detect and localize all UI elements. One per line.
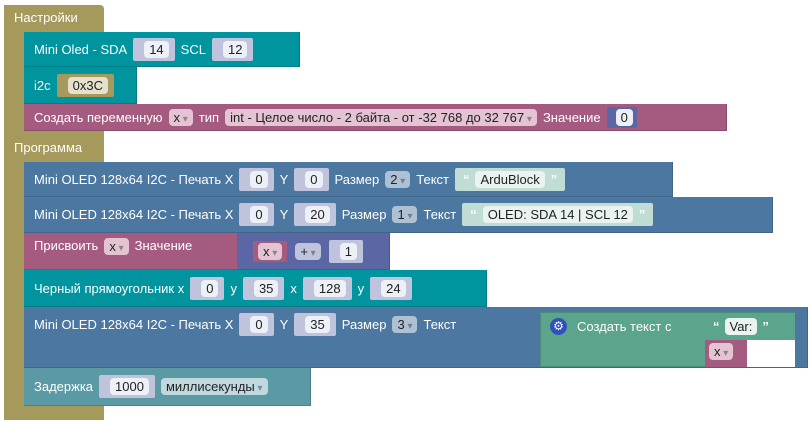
label: Черный прямоугольник x <box>34 280 185 296</box>
label: Значение <box>134 238 193 253</box>
label: Размер <box>341 317 387 332</box>
sda-socket: 14 <box>133 37 175 61</box>
number-input[interactable]: 1 <box>339 242 357 260</box>
label: Создать переменную <box>34 109 163 125</box>
address-socket: 0x3C <box>56 73 114 97</box>
size-dropdown[interactable]: 3 <box>392 316 418 333</box>
text-input[interactable]: OLED: SDA 14 | SCL 12 <box>482 206 633 223</box>
width-input[interactable]: 128 <box>313 279 346 297</box>
close-quote: ” <box>550 171 558 187</box>
y-input[interactable]: 35 <box>305 316 330 333</box>
label: Y <box>279 207 289 222</box>
scl-input[interactable]: 12 <box>222 40 248 58</box>
close-quote: ” <box>762 319 769 334</box>
open-quote: “ <box>713 319 720 334</box>
label: Размер <box>341 207 387 222</box>
setup-label: Настройки <box>14 10 78 25</box>
label: Задержка <box>34 379 94 394</box>
value-socket: 0 <box>606 106 637 128</box>
label: Текст <box>416 171 449 187</box>
open-quote: “ <box>462 171 470 187</box>
assign-block[interactable]: Присвоить x Значение <box>24 233 238 270</box>
address-input[interactable]: 0x3C <box>67 76 108 94</box>
gear-icon[interactable]: ⚙ <box>550 318 567 335</box>
type-dropdown[interactable]: int - Целое число - 2 байта - от -32 768… <box>225 108 537 126</box>
label: y <box>230 280 237 296</box>
label: Mini OLED 128x64 I2C - Печать X <box>34 207 234 222</box>
create-text-block[interactable]: ⚙ Создать текст с “ Var: ” x <box>540 312 795 367</box>
program-block-footer <box>4 406 104 420</box>
variable-dropdown[interactable]: x <box>258 242 283 260</box>
text-block[interactable]: “ Var: ” <box>705 313 795 340</box>
delay-input[interactable]: 1000 <box>110 378 149 395</box>
size-dropdown[interactable]: 2 <box>385 170 411 188</box>
text-input[interactable]: ArduBlock <box>475 170 545 188</box>
operator-dropdown[interactable]: + <box>295 242 321 260</box>
text-block[interactable]: “ OLED: SDA 14 | SCL 12 ” <box>462 203 654 226</box>
label: Mini Oled - SDA <box>34 41 128 57</box>
oled-print-block-2[interactable]: Mini OLED 128x64 I2C - Печать X 0 Y 20 Р… <box>24 197 773 233</box>
label: Y <box>279 317 289 332</box>
oled-print-block-1[interactable]: Mini OLED 128x64 I2C - Печать X 0 Y 0 Ра… <box>24 162 673 197</box>
i2c-block[interactable]: i2c 0x3C <box>24 67 137 104</box>
label: Значение <box>542 109 601 125</box>
label: Mini OLED 128x64 I2C - Печать X <box>34 171 234 187</box>
variable-block[interactable]: x <box>705 340 747 367</box>
create-text-label: Создать текст с <box>577 319 672 334</box>
unit-dropdown[interactable]: миллисекунды <box>160 378 268 395</box>
program-block[interactable] <box>4 131 104 162</box>
sda-input[interactable]: 14 <box>144 40 169 58</box>
size-dropdown[interactable]: 1 <box>392 206 418 223</box>
y-input[interactable]: 20 <box>305 206 330 223</box>
label: Текст <box>423 317 457 332</box>
label: Присвоить <box>34 238 99 253</box>
y-input[interactable]: 0 <box>305 170 323 188</box>
mini-oled-setup-block[interactable]: Mini Oled - SDA 14 SCL 12 <box>24 32 300 67</box>
create-variable-block[interactable]: Создать переменную x тип int - Целое чис… <box>24 104 727 131</box>
program-label: Программа <box>14 140 83 155</box>
math-block[interactable]: x + 1 <box>237 233 390 270</box>
value-input[interactable]: 0 <box>615 108 633 126</box>
delay-block[interactable]: Задержка 1000 миллисекунды <box>24 368 311 406</box>
label: y <box>357 280 365 296</box>
black-rect-block[interactable]: Черный прямоугольник x 0 y 35 x 128 y 24 <box>24 270 487 307</box>
text-input[interactable]: Var: <box>724 318 758 335</box>
label: Текст <box>423 207 457 222</box>
close-quote: ” <box>638 207 646 222</box>
label: SCL <box>180 41 206 57</box>
y-input[interactable]: 35 <box>253 279 279 297</box>
label: i2c <box>34 77 51 93</box>
x-input[interactable]: 0 <box>250 206 268 223</box>
setup-block-spine <box>4 5 24 420</box>
x-input[interactable]: 0 <box>250 316 268 333</box>
variable-block[interactable]: x <box>253 240 288 262</box>
label: Y <box>279 171 289 187</box>
open-quote: “ <box>470 207 477 222</box>
label: x <box>290 280 297 296</box>
variable-dropdown[interactable]: x <box>168 108 193 126</box>
variable-dropdown[interactable]: x <box>104 238 129 255</box>
scl-socket: 12 <box>211 37 254 61</box>
variable-dropdown[interactable]: x <box>709 343 734 360</box>
height-input[interactable]: 24 <box>381 279 406 297</box>
label: Mini OLED 128x64 I2C - Печать X <box>34 317 234 332</box>
x-input[interactable]: 0 <box>201 279 219 297</box>
x-input[interactable]: 0 <box>250 170 268 188</box>
text-block[interactable]: “ ArduBlock ” <box>454 167 566 191</box>
label: Размер <box>334 171 380 187</box>
label: тип <box>198 109 220 125</box>
